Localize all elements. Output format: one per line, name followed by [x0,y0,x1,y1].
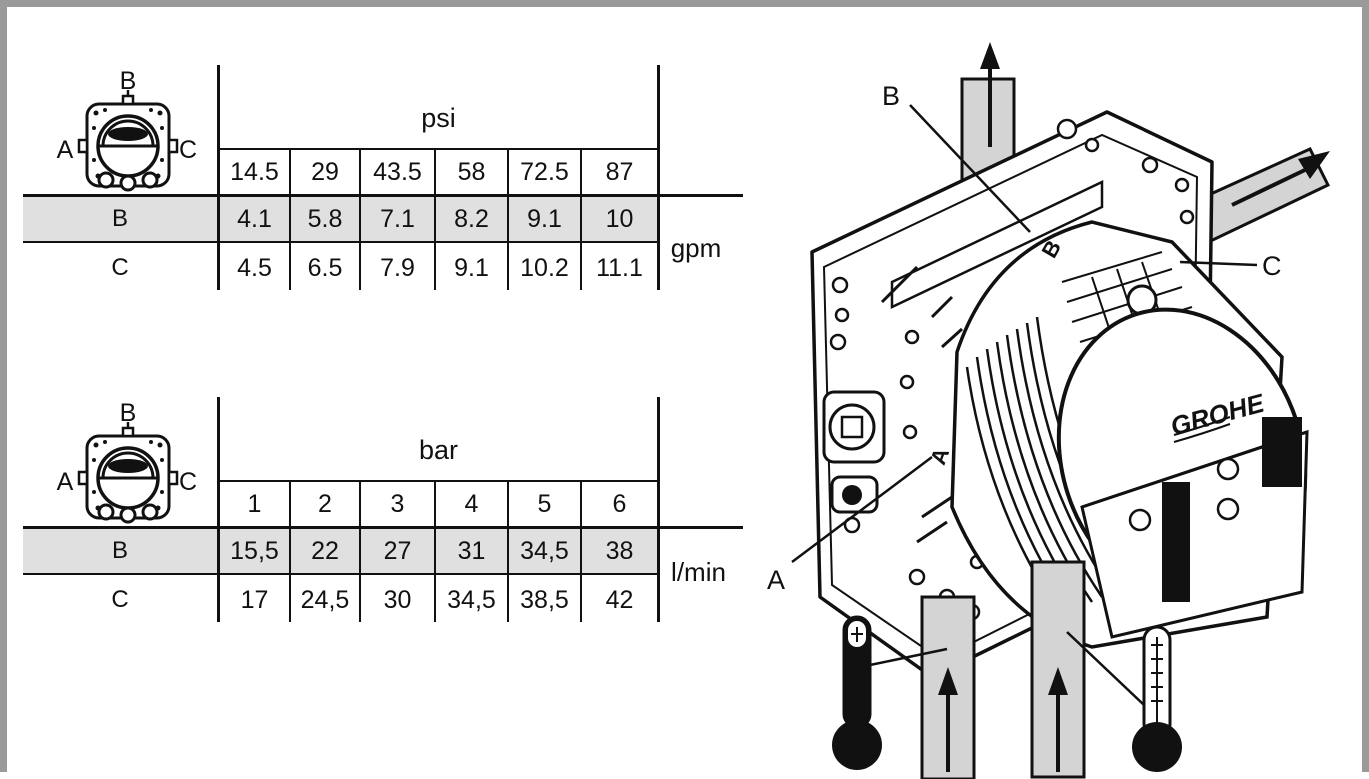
flow-cell: 24,5 [300,586,350,614]
flow-cell: 31 [457,537,486,565]
flow-cell: 9.1 [527,205,562,233]
pressure-header: 87 [605,158,634,186]
flow-cell: 34,5 [520,537,569,565]
cap-valve-icon [1128,457,1240,532]
pressure-header: 2 [318,490,332,518]
flow-arrow-icon [1298,151,1330,179]
flow-table-psi: B A C psi 14.5 29 43.5 58 72.5 87 B 4.1 … [23,60,743,300]
flow-cell: 38 [605,537,634,565]
cold-thermometer-icon [1066,625,1182,772]
flow-cell: 6.5 [307,254,343,282]
valve-cylinder: GROHE B A [925,220,1309,649]
flow-arrow-icon [980,42,1000,69]
flow-cell: 8.2 [454,205,489,233]
pressure-unit-header: psi [421,103,456,133]
callout-b: B [882,81,900,111]
flow-cell: 15,5 [230,537,279,565]
inlet-cold-pipe [1030,560,1086,779]
inlet-hot-pipe [920,595,976,779]
pressure-header: 72.5 [520,158,569,186]
hot-thermometer-icon [832,615,948,770]
icon-label-right: C [178,468,198,496]
icon-label-left: A [56,468,74,496]
icon-label-top: B [119,67,137,95]
callout-a: A [767,565,785,595]
outlet-label: C [111,254,129,281]
outlet-b-row-band [23,195,660,242]
pressure-header: 29 [311,158,339,186]
outlet-label: B [111,537,128,564]
flow-cell: 7.9 [380,254,415,282]
pressure-unit-header: bar [418,435,459,465]
flow-arrow-icon [1048,667,1068,695]
pressure-header: 4 [464,490,479,518]
flow-cell: 10.2 [520,254,569,282]
outlet-label: C [111,586,129,613]
icon-label-right: C [178,136,198,164]
pressure-header: 3 [390,490,405,518]
pressure-header: 6 [612,490,627,518]
flow-table-bar: B A C bar 1 2 3 4 5 6 B 15,5 22 27 31 34… [23,392,743,632]
valve-body-diagram: GROHE B A [767,42,1331,779]
icon-label-left: A [56,136,74,164]
flow-cell: 11.1 [596,254,643,282]
flow-cell: 22 [311,537,339,565]
flow-cell: 38,5 [520,586,569,614]
valve-outlet-icon [77,90,179,192]
pressure-header: 14.5 [230,158,279,186]
pressure-header: 1 [247,490,262,518]
pressure-header: 58 [457,158,486,186]
outlet-label: B [111,205,128,232]
flow-cell: 10 [605,205,634,233]
flow-arrow-icon [938,667,958,695]
callout-c: C [1262,251,1282,281]
flow-cell: 34,5 [447,586,496,614]
icon-label-top: B [119,399,137,427]
flow-cell: 4.5 [237,254,272,282]
valve-outlet-icon [77,422,179,524]
flow-cell: 7.1 [380,205,415,233]
flow-cell: 27 [383,537,412,565]
flow-cell: 30 [383,586,412,614]
flow-unit-label: l/min [671,557,726,587]
flow-cell: 42 [605,586,634,614]
flow-cell: 4.1 [237,205,272,233]
flow-unit-label: gpm [670,233,722,263]
flow-cell: 9.1 [454,254,489,282]
outlet-b-row-band [23,527,660,574]
flow-cell: 5.8 [307,205,343,233]
flow-cell: 17 [240,586,269,614]
pressure-header: 43.5 [373,158,422,186]
pressure-header: 5 [537,490,552,518]
